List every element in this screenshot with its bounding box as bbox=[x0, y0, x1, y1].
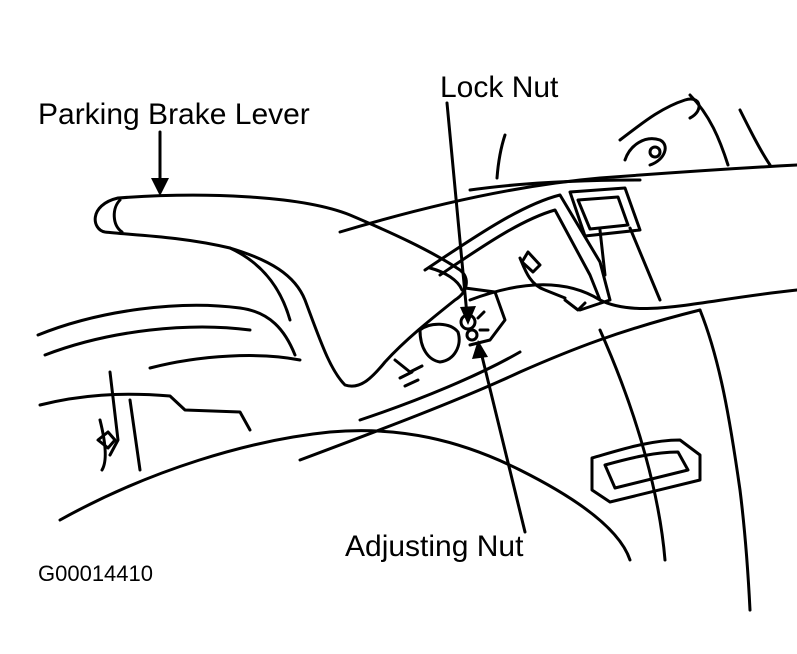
parking-brake-lever-label: Parking Brake Lever bbox=[38, 98, 310, 131]
side-pocket bbox=[590, 438, 702, 504]
parking-brake-lever bbox=[93, 193, 468, 388]
seat-cushions bbox=[36, 303, 632, 562]
figure-id: G00014410 bbox=[38, 561, 153, 586]
dashboard-outline bbox=[338, 93, 797, 234]
upper-vent bbox=[568, 186, 662, 302]
adjusting-nut-label: Adjusting Nut bbox=[345, 530, 524, 563]
lock-nut-label: Lock Nut bbox=[440, 71, 559, 104]
adjuster-assembly bbox=[393, 286, 507, 388]
callout-leaders bbox=[158, 101, 527, 534]
callout-arrowheads bbox=[151, 178, 488, 359]
